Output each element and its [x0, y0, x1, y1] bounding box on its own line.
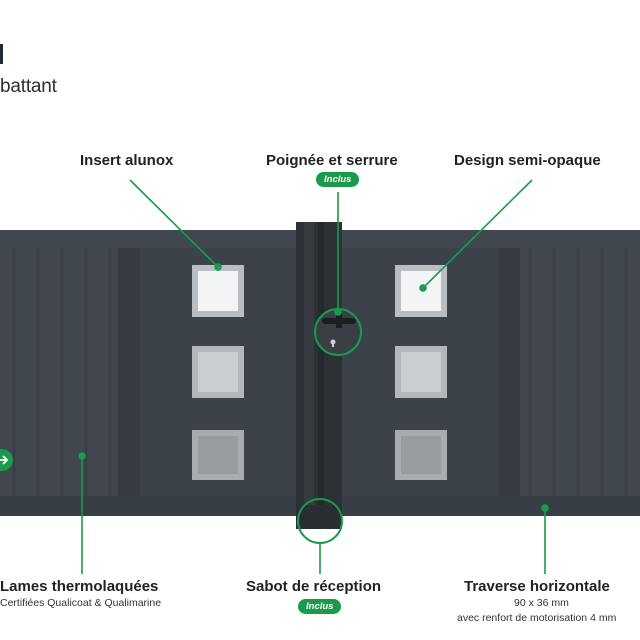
keyhole-icon [314, 308, 362, 356]
left-slats [0, 248, 140, 496]
right-inserts [395, 265, 447, 480]
left-inserts [192, 265, 244, 480]
stop-detail-circle [297, 498, 343, 544]
arrow-right-icon [0, 449, 13, 471]
callout-slats-subtitle: Certifiées Qualicoat & Qualimarine [0, 597, 162, 609]
callout-insert-title: Insert alunox [80, 152, 174, 169]
page-subtitle: battant [0, 76, 57, 97]
callout-handle-badge: Inclus [316, 172, 360, 187]
right-slats [498, 248, 640, 496]
callout-rail-note: avec renfort de motorisation 4 mm [457, 612, 617, 624]
callout-stop-title: Sabot de réception [246, 578, 382, 595]
callout-handle-title: Poignée et serrure [266, 152, 398, 169]
callout-rail-dimensions: 90 x 36 mm [514, 597, 569, 609]
callout-slats-title: Lames thermolaquées [0, 578, 159, 595]
header-accent-bar [0, 44, 3, 64]
callout-rail-title: Traverse horizontale [464, 578, 610, 595]
callout-design-title: Design semi-opaque [454, 152, 601, 169]
callout-stop-badge: Inclus [298, 599, 342, 614]
